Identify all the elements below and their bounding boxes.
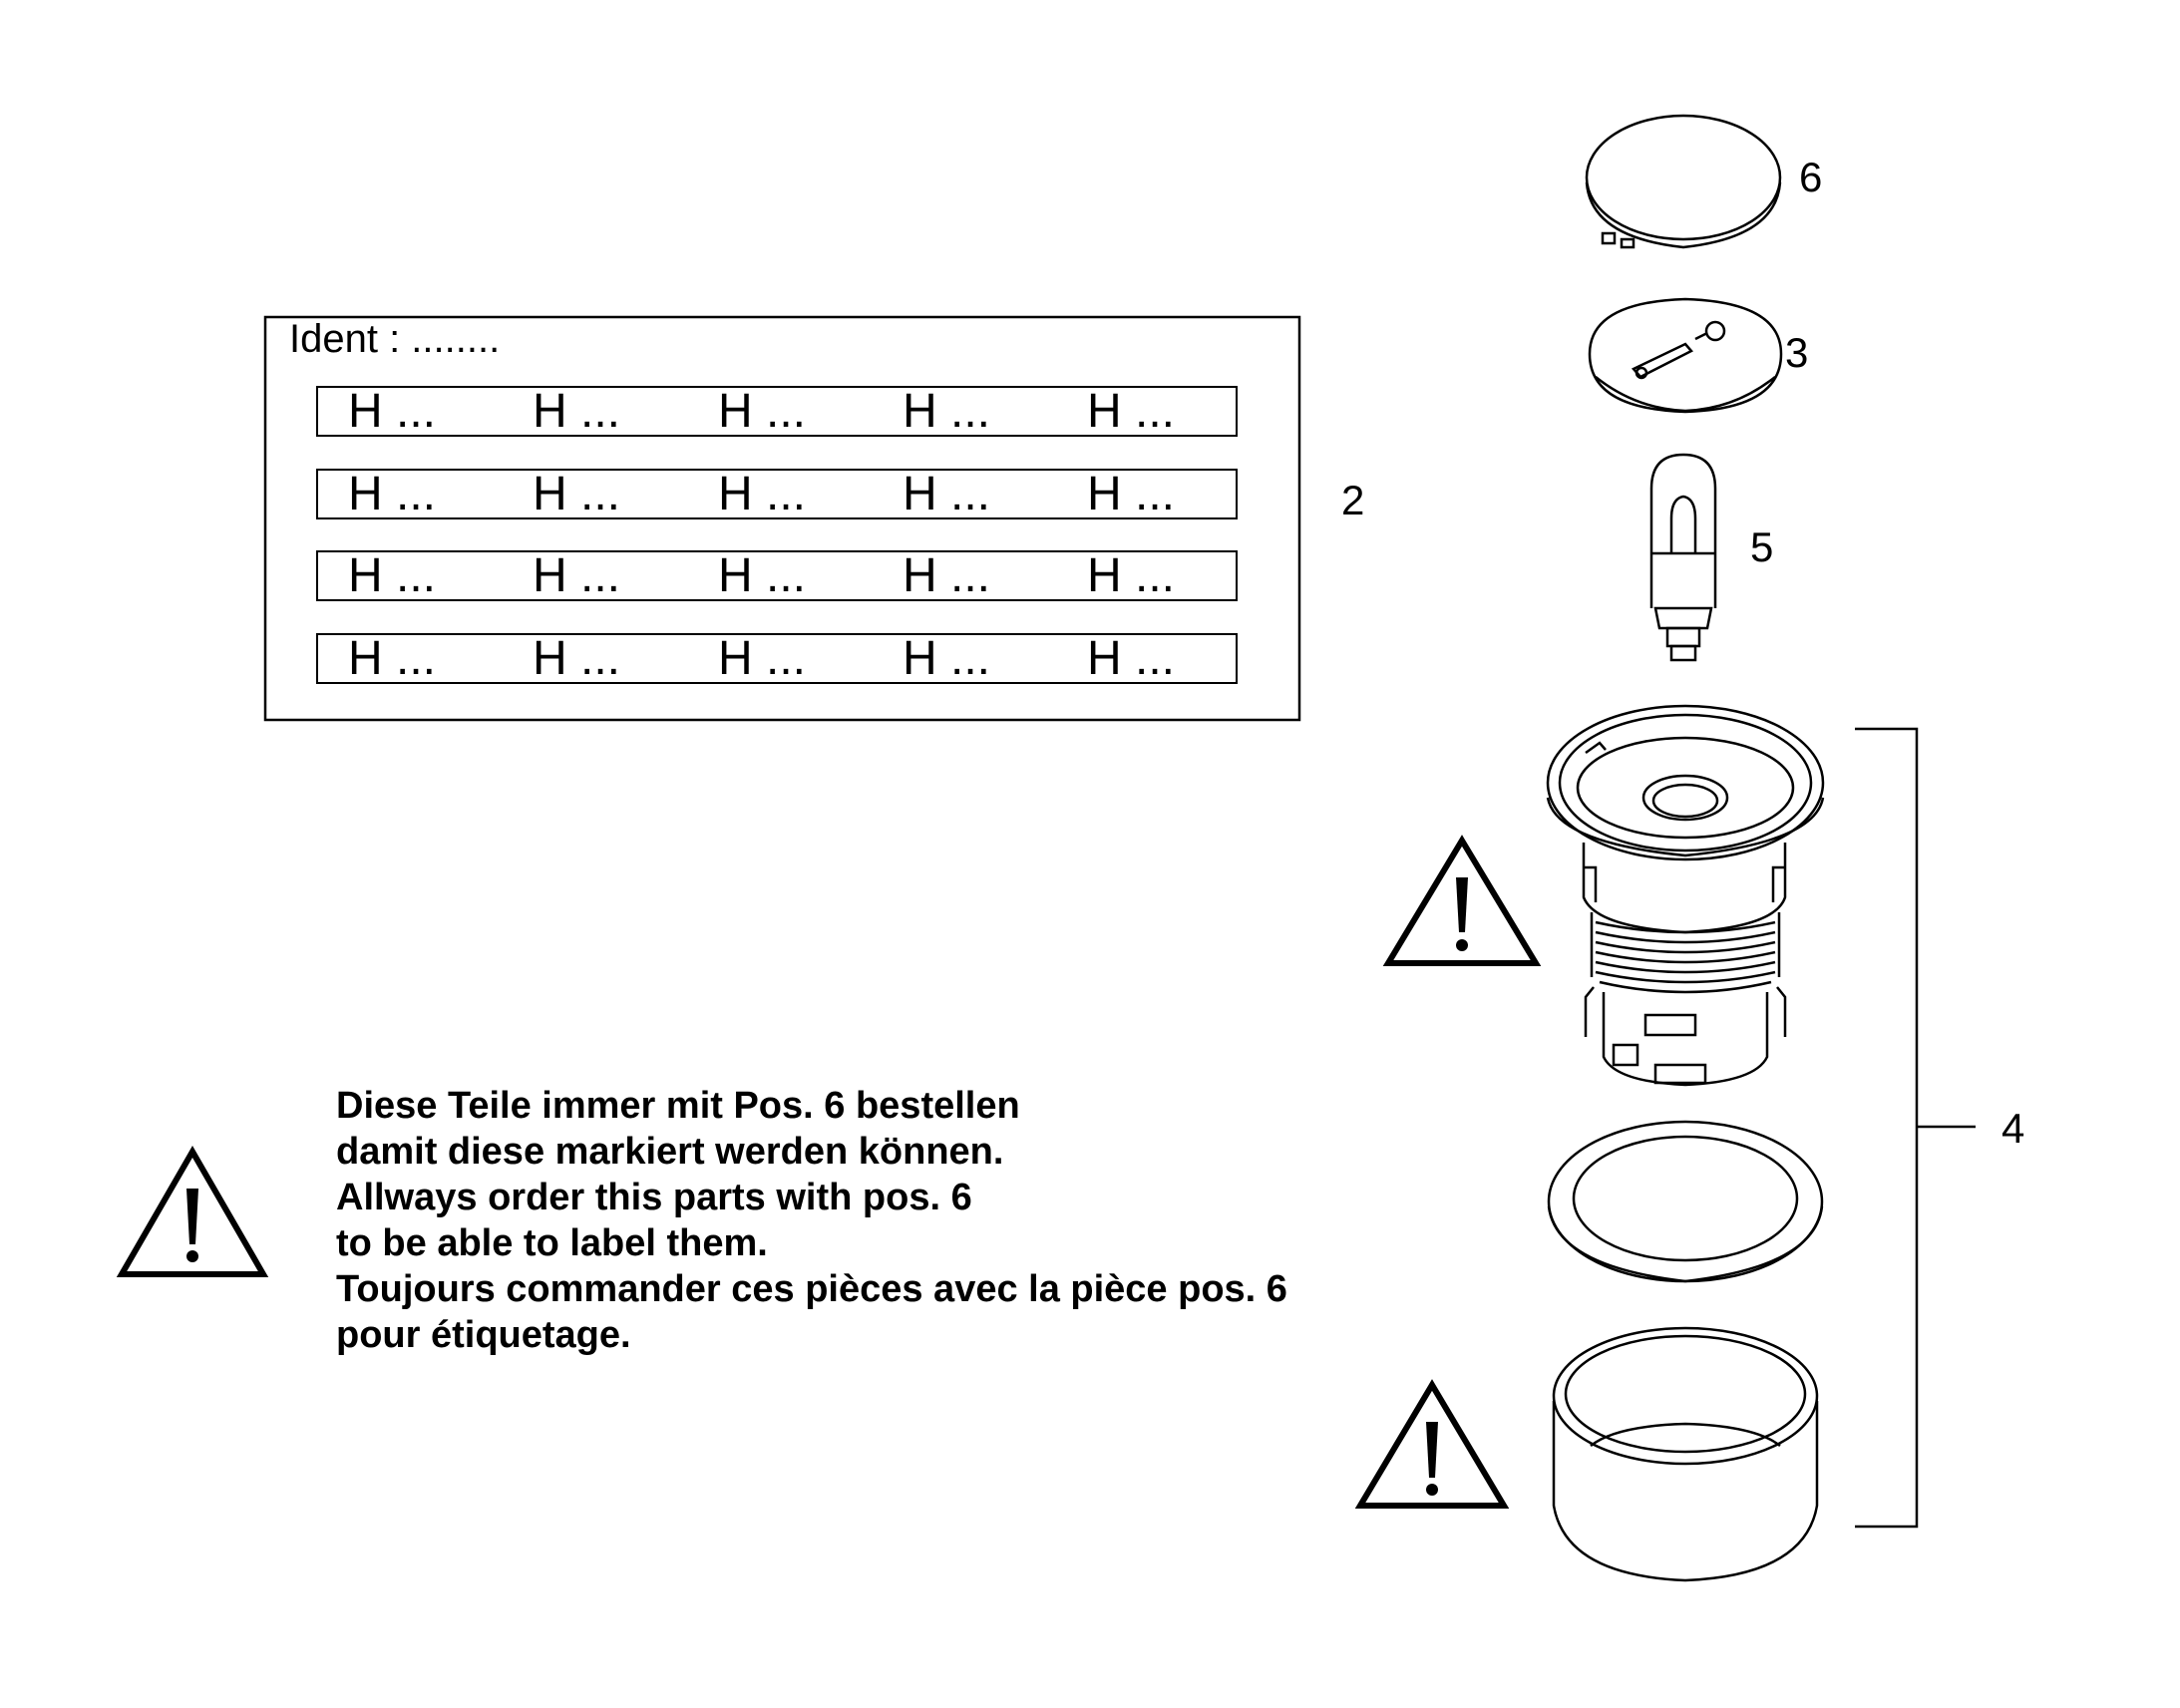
label-cell: H ... xyxy=(533,385,621,438)
label-cell: H ... xyxy=(718,468,807,520)
label-cell: H ... xyxy=(1087,632,1176,685)
callout-6: 6 xyxy=(1799,154,1823,200)
note-line-2: damit diese markiert werden können. xyxy=(336,1131,1004,1173)
label-cell: H ... xyxy=(718,632,807,685)
label-cell: H ... xyxy=(903,632,991,685)
label-cell: H ... xyxy=(348,549,437,602)
note-line-1: Diese Teile immer mit Pos. 6 bestellen xyxy=(336,1085,1020,1127)
label-cell: H ... xyxy=(1087,549,1176,602)
label-cell: H ... xyxy=(533,632,621,685)
callout-3: 3 xyxy=(1785,329,1809,376)
note-line-6: pour étiquetage. xyxy=(336,1314,631,1356)
label-row-1: H ... H ... H ... H ... H ... xyxy=(316,386,1238,437)
label-cell: H ... xyxy=(533,468,621,520)
warning-exclamation-marks xyxy=(186,877,1468,1496)
lamp-part-5 xyxy=(1649,453,1717,662)
label-cell: H ... xyxy=(1087,468,1176,520)
label-row-3: H ... H ... H ... H ... H ... xyxy=(316,550,1238,601)
label-cell: H ... xyxy=(348,632,437,685)
label-cell: H ... xyxy=(718,385,807,438)
label-row-2: H ... H ... H ... H ... H ... xyxy=(316,469,1238,519)
label-cell: H ... xyxy=(533,549,621,602)
contact-plate-part-3 xyxy=(1588,297,1783,414)
label-cell: H ... xyxy=(903,468,991,520)
callout-4: 4 xyxy=(2001,1105,2025,1152)
label-cell: H ... xyxy=(903,549,991,602)
callout-5: 5 xyxy=(1750,523,1774,570)
label-plate-frame xyxy=(263,315,1301,722)
label-cell: H ... xyxy=(1087,385,1176,438)
note-line-5: Toujours commander ces pièces avec la pi… xyxy=(336,1268,1287,1310)
label-cell: H ... xyxy=(903,385,991,438)
warning-triangle-icon xyxy=(116,835,1542,1509)
cap-part-6 xyxy=(1585,114,1782,249)
note-line-4: to be able to label them. xyxy=(336,1222,768,1264)
label-cell: H ... xyxy=(348,468,437,520)
label-cell: H ... xyxy=(718,549,807,602)
label-row-4: H ... H ... H ... H ... H ... xyxy=(316,633,1238,684)
assembly-bracket xyxy=(1855,727,1976,1529)
label-cell: H ... xyxy=(348,385,437,438)
ring-part xyxy=(1547,1120,1824,1283)
note-line-3: Allways order this parts with pos. 6 xyxy=(336,1177,972,1218)
cup-part xyxy=(1552,1326,1819,1582)
callout-2: 2 xyxy=(1341,477,1365,523)
body-assembly-part-4 xyxy=(1546,704,1825,1087)
ident-label: Ident : ........ xyxy=(289,317,501,361)
